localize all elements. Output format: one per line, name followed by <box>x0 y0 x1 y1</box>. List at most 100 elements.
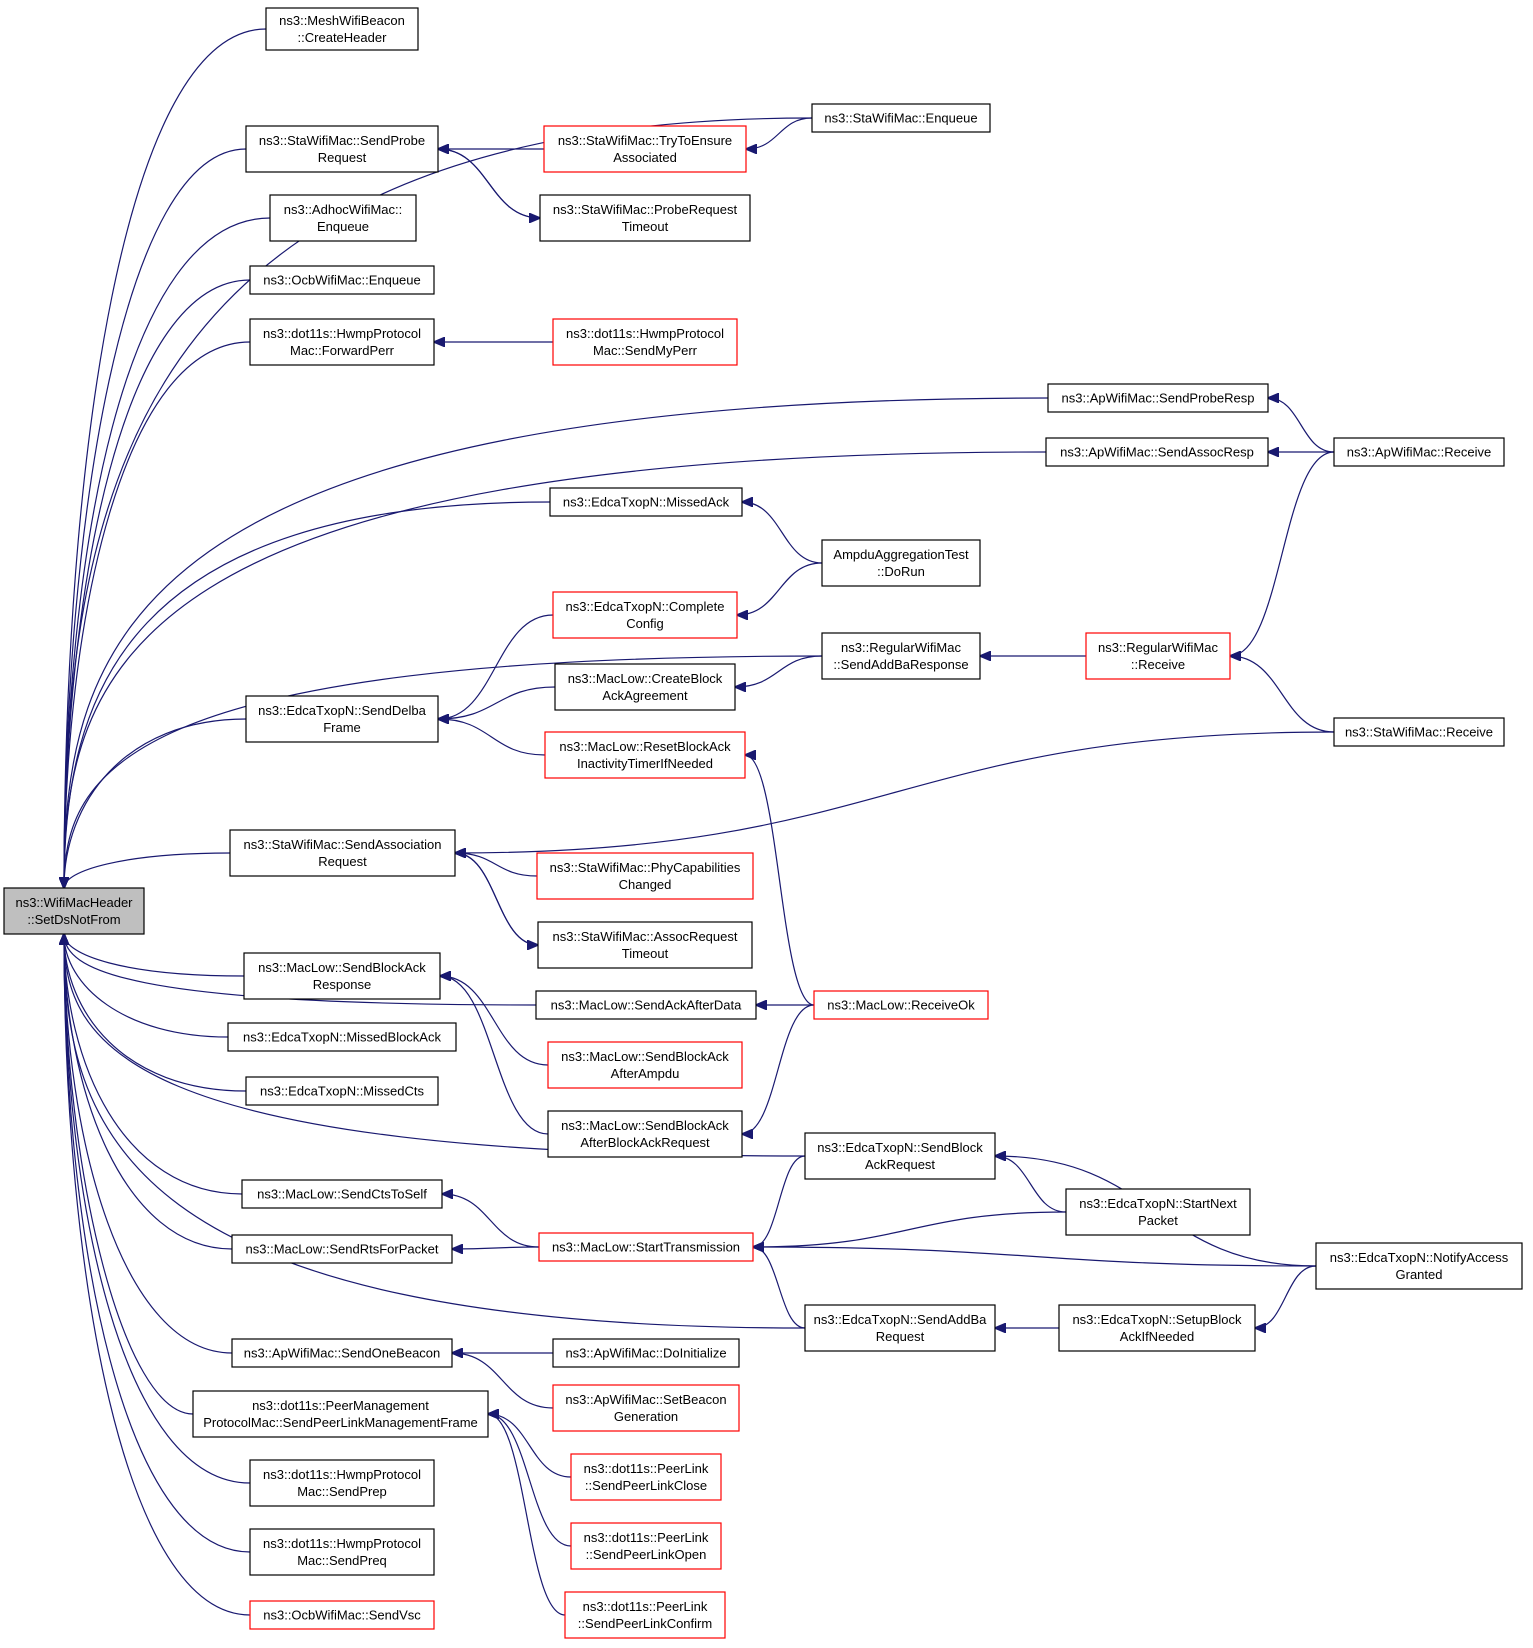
node-label: ::SendPeerLinkClose <box>585 1478 707 1493</box>
node-maclow_receiveok[interactable]: ns3::MacLow::ReceiveOk <box>813 990 989 1020</box>
node-label: AfterBlockAckRequest <box>580 1135 710 1150</box>
node-box <box>564 1591 726 1639</box>
node-maclow_starttx[interactable]: ns3::MacLow::StartTransmission <box>538 1232 754 1262</box>
edge-maclow_sendackafterdata-to-root <box>64 934 537 1006</box>
edge-ap_sendproberesp-to-root <box>64 397 1049 888</box>
node-label: Config <box>626 616 664 631</box>
node-ap_doinit[interactable]: ns3::ApWifiMac::DoInitialize <box>552 1338 740 1368</box>
node-label: ns3::EdcaTxopN::SendAddBa <box>814 1312 987 1327</box>
node-ocb_enqueue[interactable]: ns3::OcbWifiMac::Enqueue <box>249 265 435 295</box>
node-ap_sendassocresp[interactable]: ns3::ApWifiMac::SendAssocResp <box>1045 437 1269 467</box>
node-maclow_resetblockack[interactable]: ns3::MacLow::ResetBlockAckInactivityTime… <box>544 731 746 779</box>
node-edca_missedack[interactable]: ns3::EdcaTxopN::MissedAck <box>549 487 743 517</box>
node-maclow_sendrts[interactable]: ns3::MacLow::SendRtsForPacket <box>231 1234 453 1264</box>
node-box <box>249 265 435 295</box>
node-label: Mac::SendPrep <box>297 1484 387 1499</box>
node-maclow_sendctstoself[interactable]: ns3::MacLow::SendCtsToSelf <box>241 1179 443 1209</box>
edge-ap_receive-to-regular_receive <box>1230 451 1335 656</box>
node-box <box>535 990 757 1020</box>
node-label: ::DoRun <box>877 564 925 579</box>
node-box <box>543 125 747 173</box>
node-root[interactable]: ns3::WifiMacHeader::SetDsNotFrom <box>3 887 145 935</box>
node-regular_sendaddbaresp[interactable]: ns3::RegularWifiMac::SendAddBaResponse <box>821 632 981 680</box>
node-box <box>537 921 753 969</box>
node-label: Timeout <box>622 219 669 234</box>
node-label: ns3::MacLow::ReceiveOk <box>827 998 975 1013</box>
edge-ampdu_dorun-to-edca_completeconfig <box>737 562 823 615</box>
node-label: ::SendAddBaResponse <box>833 657 968 672</box>
edge-mesh_createheader-to-root <box>64 28 267 888</box>
node-mesh_createheader[interactable]: ns3::MeshWifiBeacon::CreateHeader <box>265 7 419 51</box>
node-maclow_sendackafterdata[interactable]: ns3::MacLow::SendAckAfterData <box>535 990 757 1020</box>
node-label: ns3::EdcaTxopN::StartNext <box>1079 1196 1237 1211</box>
node-label: ns3::EdcaTxopN::SendDelba <box>258 703 426 718</box>
node-sta_enqueue[interactable]: ns3::StaWifiMac::Enqueue <box>811 103 991 133</box>
node-sta_receive[interactable]: ns3::StaWifiMac::Receive <box>1333 717 1505 747</box>
node-label: ns3::ApWifiMac::SendOneBeacon <box>244 1346 441 1361</box>
node-label: ns3::ApWifiMac::Receive <box>1347 445 1492 460</box>
node-peerlink_confirm[interactable]: ns3::dot11s::PeerLink::SendPeerLinkConfi… <box>564 1591 726 1639</box>
node-label: ns3::StaWifiMac::Enqueue <box>824 111 977 126</box>
node-label: ns3::StaWifiMac::AssocRequest <box>553 929 738 944</box>
edge-sta_receive-to-sta_sendassoc <box>455 731 1335 853</box>
node-maclow_sendblockackreq[interactable]: ns3::MacLow::SendBlockAckAfterBlockAckRe… <box>547 1110 743 1158</box>
node-peerlink_close[interactable]: ns3::dot11s::PeerLink::SendPeerLinkClose <box>570 1453 722 1501</box>
nodes-layer: ns3::WifiMacHeader::SetDsNotFrom ns3::Mes… <box>3 7 1523 1639</box>
node-label: ns3::OcbWifiMac::Enqueue <box>263 273 421 288</box>
edge-regular_sendaddbaresp-to-root <box>64 655 823 888</box>
node-ocb_sendvsc[interactable]: ns3::OcbWifiMac::SendVsc <box>249 1600 435 1630</box>
edge-edca_startnext-to-maclow_starttx <box>753 1211 1067 1247</box>
node-box <box>231 1234 453 1264</box>
node-box <box>1333 437 1505 467</box>
node-label: ns3::dot11s::PeerLink <box>584 1530 709 1545</box>
node-label: ns3::dot11s::HwmpProtocol <box>263 1467 421 1482</box>
edge-sta_sendprobe-to-root <box>64 148 247 888</box>
node-label: ns3::MacLow::SendBlockAck <box>258 960 426 975</box>
edge-maclow_createblockack-to-edca_senddelba <box>438 686 556 719</box>
node-adhoc_enqueue[interactable]: ns3::AdhocWifiMac::Enqueue <box>269 194 417 242</box>
node-ap_receive[interactable]: ns3::ApWifiMac::Receive <box>1333 437 1505 467</box>
node-hwmp_forwardperr[interactable]: ns3::dot11s::HwmpProtocolMac::ForwardPer… <box>249 318 435 366</box>
node-label: ns3::OcbWifiMac::SendVsc <box>263 1608 421 1623</box>
edge-sta_sendassoc-to-root <box>64 852 231 888</box>
node-peerlink_open[interactable]: ns3::dot11s::PeerLink::SendPeerLinkOpen <box>570 1522 722 1570</box>
node-edca_missedblockack[interactable]: ns3::EdcaTxopN::MissedBlockAck <box>227 1022 457 1052</box>
node-edca_missedcts[interactable]: ns3::EdcaTxopN::MissedCts <box>245 1076 439 1106</box>
edge-sta_sendassoc-to-sta_assoctimeout <box>454 852 538 945</box>
node-peermgmt_sendframe[interactable]: ns3::dot11s::PeerManagementProtocolMac::… <box>192 1390 489 1438</box>
node-box <box>1315 1242 1523 1290</box>
node-box <box>231 1338 453 1368</box>
node-label: ns3::MacLow::SendAckAfterData <box>551 998 743 1013</box>
node-box <box>536 852 754 900</box>
node-ap_sendonebeacon[interactable]: ns3::ApWifiMac::SendOneBeacon <box>231 1338 453 1368</box>
node-label: ns3::StaWifiMac::SendAssociation <box>244 837 442 852</box>
node-ap_sendproberesp[interactable]: ns3::ApWifiMac::SendProbeResp <box>1047 383 1269 413</box>
node-label: ns3::ApWifiMac::SendAssocResp <box>1060 445 1254 460</box>
node-ampdu_dorun[interactable]: AmpduAggregationTest::DoRun <box>821 539 981 587</box>
node-label: Packet <box>1138 1213 1178 1228</box>
edge-maclow_receiveok-to-maclow_resetblockack <box>745 755 815 1006</box>
node-box <box>547 1041 743 1089</box>
node-regular_receive[interactable]: ns3::RegularWifiMac::Receive <box>1085 632 1231 680</box>
node-label: Changed <box>619 877 672 892</box>
